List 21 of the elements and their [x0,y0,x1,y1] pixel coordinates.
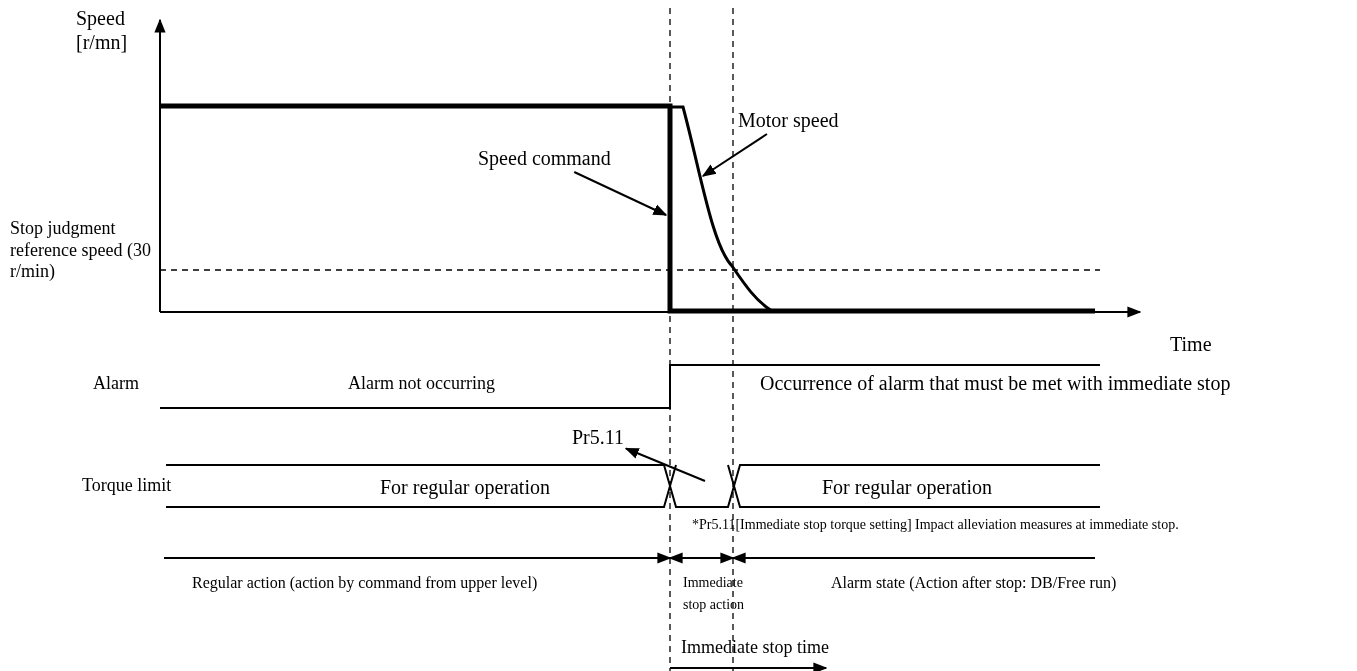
footnote: *Pr5.11[Immediate stop torque setting] Impact alleviation measures at immediate stop. [692,517,1179,534]
signal-name: Alarm [93,373,139,395]
axis-label: Stop judgment reference speed (30 r/min) [10,218,152,283]
span-label: Alarm state (Action after stop: DB/Free run) [831,573,1117,593]
leader-arrow [573,171,668,216]
span-label: Immediate stop time [681,637,829,659]
axis-label: Time [1170,332,1212,356]
state-label: For regular operation [380,475,550,499]
leader-arrow [701,133,768,177]
callout-label: Pr5.11 [572,425,625,449]
signal-name: Torque limit [82,475,172,497]
axis-label: Speed [r/mn] [76,6,129,54]
state-label: Alarm not occurring [348,373,495,395]
state-label: For regular operation [822,475,992,499]
leader-arrow [624,447,706,482]
state-label: Occurrence of alarm that must be met with immediate stop [760,371,1231,395]
callout-label: Speed command [478,146,611,170]
span-label: Regular action (action by command from upper level) [192,573,538,593]
callout-label: Motor speed [738,108,839,132]
speed-command-line [160,103,1095,314]
span-label: Immediate stop action [683,574,746,615]
